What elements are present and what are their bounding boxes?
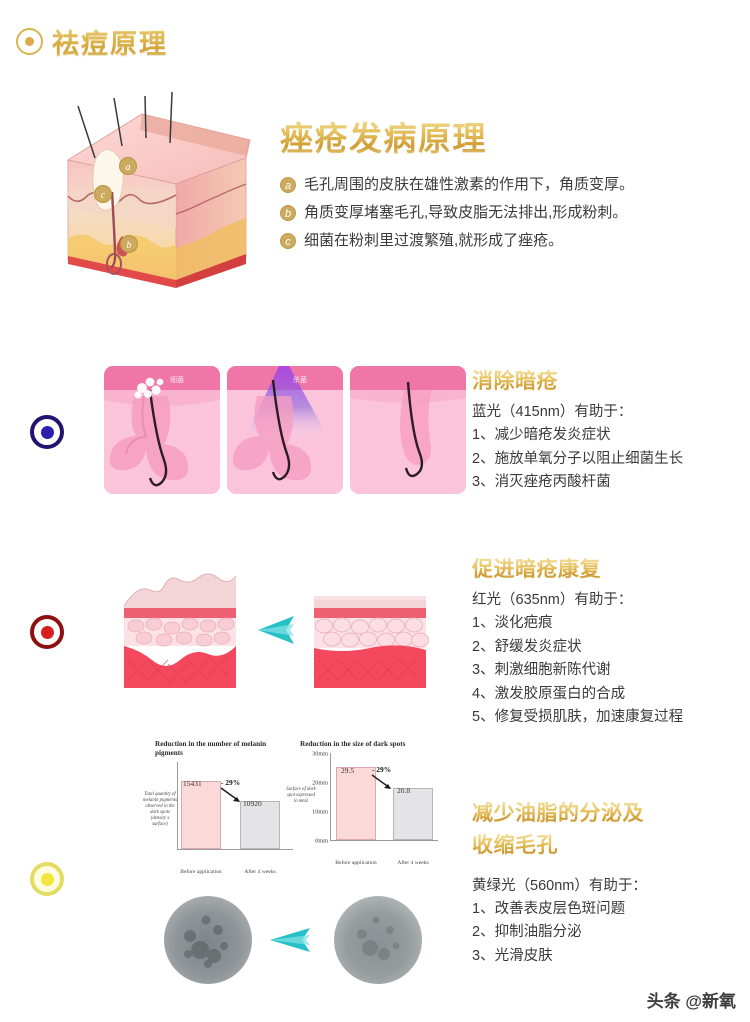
chart-arrow-left bbox=[220, 787, 240, 802]
teal-arrow-icon bbox=[258, 616, 294, 644]
point-text-a: 毛孔周围的皮肤在雄性激素的作用下，角质变厚。 bbox=[304, 176, 635, 193]
bar-caption-before-right: Before application bbox=[335, 860, 377, 867]
chart-dark-spots: Reduction in the size of dark spots Surf… bbox=[286, 740, 440, 875]
skin-circle-after bbox=[334, 896, 422, 984]
bar-caption-after-left: After 4 weeks bbox=[244, 869, 276, 876]
target-circle-icon bbox=[16, 28, 43, 55]
watermark-text: 头条 @新氧 bbox=[646, 992, 736, 1011]
svg-text:a: a bbox=[126, 162, 131, 173]
svg-text:b: b bbox=[127, 240, 132, 251]
marker-inner-dot bbox=[40, 425, 54, 439]
ytick-label-2: 20mm bbox=[312, 779, 328, 787]
red-light-item-5: 5、修复受损肌肤，加速康复过程 bbox=[472, 709, 684, 726]
panel-label-bacteria: 细菌 bbox=[170, 375, 184, 384]
marker-inner-dot bbox=[40, 872, 54, 886]
page-title: 祛痘原理 bbox=[52, 22, 168, 61]
panel-clean-pore bbox=[350, 366, 466, 494]
point-text-c: 细菌在粉刺里过渡繁殖,就形成了痤疮。 bbox=[304, 231, 564, 249]
yellow-green-item-2: 2、抑制油脂分泌 bbox=[472, 924, 582, 941]
chart-title-right: Reduction in the size of dark spots bbox=[300, 740, 406, 748]
acne-principle-text: 痤疮发病原理 a 毛孔周围的皮肤在雄性激素的作用下，角质变厚。 b 角质变厚堵塞… bbox=[280, 112, 735, 257]
chart-x-axis-left bbox=[177, 849, 293, 850]
ytick-label-0: 0mm bbox=[315, 837, 328, 845]
red-light-subtitle: 红光（635nm）有助于： bbox=[472, 592, 633, 609]
bar-value-before-left: 15431 bbox=[183, 779, 202, 788]
principle-point-a: a 毛孔周围的皮肤在雄性激素的作用下，角质变厚。 bbox=[280, 174, 735, 196]
chart-ylabel-left: Total quantity of melanin pigments obser… bbox=[143, 792, 177, 827]
clinical-charts: Reduction in the number of melanin pigme… bbox=[143, 740, 450, 875]
chart-y-axis-right bbox=[330, 753, 331, 841]
blue-light-panels: 细菌 杀菌 bbox=[104, 366, 466, 494]
diagram-label-c: c bbox=[94, 185, 112, 203]
bar-before-right bbox=[336, 767, 376, 840]
yellow-green-item-3: 3、光滑皮肤 bbox=[472, 947, 553, 964]
blue-light-text: 消除暗疮 蓝光（415nm）有助于： 1、减少暗疮发炎症状 2、施放单氧分子以阻… bbox=[472, 368, 750, 495]
chart-melanin-pigments: Reduction in the number of melanin pigme… bbox=[143, 740, 295, 875]
section-marker-blue bbox=[30, 415, 64, 449]
ytick-label-3: 30mm bbox=[312, 750, 328, 758]
acne-principle-title: 痤疮发病原理 bbox=[280, 112, 735, 160]
bar-after-right bbox=[393, 788, 433, 840]
section-marker-yellow bbox=[30, 862, 64, 896]
chart-arrow-right bbox=[371, 774, 391, 789]
bar-caption-before-left: Before application bbox=[180, 869, 222, 876]
bar-before-left bbox=[181, 781, 221, 849]
panel-blue-light-treatment: 杀菌 bbox=[227, 366, 343, 494]
diagram-label-b: b bbox=[120, 235, 138, 253]
chart-plot-left: Total quantity of melanin pigments obser… bbox=[143, 762, 295, 875]
section-marker-red bbox=[30, 615, 64, 649]
skin-texture-before-after bbox=[164, 896, 422, 984]
blue-light-item-2: 2、施放单氧分子以阻止细菌生长 bbox=[472, 450, 684, 467]
yellow-green-subtitle: 黄绿光（560nm）有助于： bbox=[472, 877, 647, 894]
bar-caption-after-right: After 4 weeks bbox=[397, 860, 429, 867]
diagram-label-a: a bbox=[119, 157, 137, 175]
red-light-item-1: 1、淡化疤痕 bbox=[472, 615, 553, 632]
teal-arrow-icon-2 bbox=[270, 928, 310, 952]
blue-light-item-1: 1、减少暗疮发炎症状 bbox=[472, 427, 611, 444]
blue-light-subtitle: 蓝光（415nm）有助于： bbox=[472, 404, 633, 421]
skin-repair-before-after-illustration bbox=[123, 573, 429, 688]
principle-point-b: b 角质变厚堵塞毛孔,导致皮脂无法排出,形成粉刺。 bbox=[280, 202, 735, 224]
page-header: 祛痘原理 bbox=[16, 22, 168, 61]
point-marker-b: b bbox=[280, 204, 296, 221]
yellow-green-light-text: 减少油脂的分泌及 收缩毛孔 黄绿光（560nm）有助于： 1、改善表皮层色斑问题… bbox=[472, 800, 750, 968]
target-dot bbox=[25, 37, 34, 46]
acne-principle-section: a c b 痤疮发病原理 a 毛孔周围的皮肤在雄性激素的作用下，角质变厚。 b … bbox=[0, 80, 750, 310]
skin-block-after bbox=[314, 596, 429, 688]
panel-clogged-pore: 细菌 bbox=[104, 366, 220, 494]
bar-value-before-right: 29.5 bbox=[341, 766, 355, 775]
yellow-green-heading-line1: 减少油脂的分泌及 bbox=[472, 800, 750, 827]
red-light-item-3: 3、刺激细胞新陈代谢 bbox=[472, 662, 611, 679]
chart-plot-right: Surface of dark spot expressed in mm2 0m… bbox=[286, 750, 440, 866]
principle-point-c: c 细菌在粉刺里过渡繁殖,就形成了痤疮。 bbox=[280, 230, 735, 252]
yellow-green-heading-line2: 收缩毛孔 bbox=[472, 832, 750, 859]
blue-light-item-3: 3、消灭痤疮丙酸杆菌 bbox=[472, 474, 611, 491]
skin-circle-before bbox=[164, 896, 252, 984]
blue-light-heading: 消除暗疮 bbox=[472, 368, 750, 395]
point-marker-c: c bbox=[280, 232, 296, 249]
chart-title-left: Reduction in the number of melanin pigme… bbox=[155, 740, 267, 757]
bar-after-left bbox=[240, 801, 280, 849]
marker-inner-dot bbox=[40, 625, 54, 639]
chart-annotation-left: - 29% bbox=[221, 778, 241, 787]
ytick-label-1: 10mm bbox=[312, 808, 328, 816]
point-marker-a: a bbox=[280, 177, 296, 193]
red-light-heading: 促进暗疮康复 bbox=[472, 556, 750, 583]
svg-text:c: c bbox=[101, 190, 106, 201]
chart-y-axis-left bbox=[177, 762, 178, 850]
yellow-green-item-1: 1、改善表皮层色斑问题 bbox=[472, 900, 626, 917]
chart-x-axis-right bbox=[330, 840, 438, 841]
watermark: 头条 @新氧 bbox=[647, 987, 736, 1012]
bar-value-after-right: 20.8 bbox=[397, 786, 411, 795]
red-light-text: 促进暗疮康复 红光（635nm）有助于： 1、淡化疤痕 2、舒缓发炎症状 3、刺… bbox=[472, 556, 750, 730]
red-light-item-2: 2、舒缓发炎症状 bbox=[472, 638, 582, 655]
chart-ylabel-right: Surface of dark spot expressed in mm2 bbox=[286, 787, 316, 804]
chart-annotation-right: - 29% bbox=[372, 765, 392, 774]
skin-cross-section-illustration: a c b bbox=[66, 91, 251, 288]
bar-value-after-left: 10920 bbox=[243, 799, 262, 808]
point-text-b: 角质变厚堵塞毛孔,导致皮脂无法排出,形成粉刺。 bbox=[304, 203, 628, 221]
skin-block-before bbox=[123, 573, 237, 688]
red-light-item-4: 4、激发胶原蛋白的合成 bbox=[472, 685, 626, 702]
panel-label-sterilize: 杀菌 bbox=[293, 375, 307, 384]
